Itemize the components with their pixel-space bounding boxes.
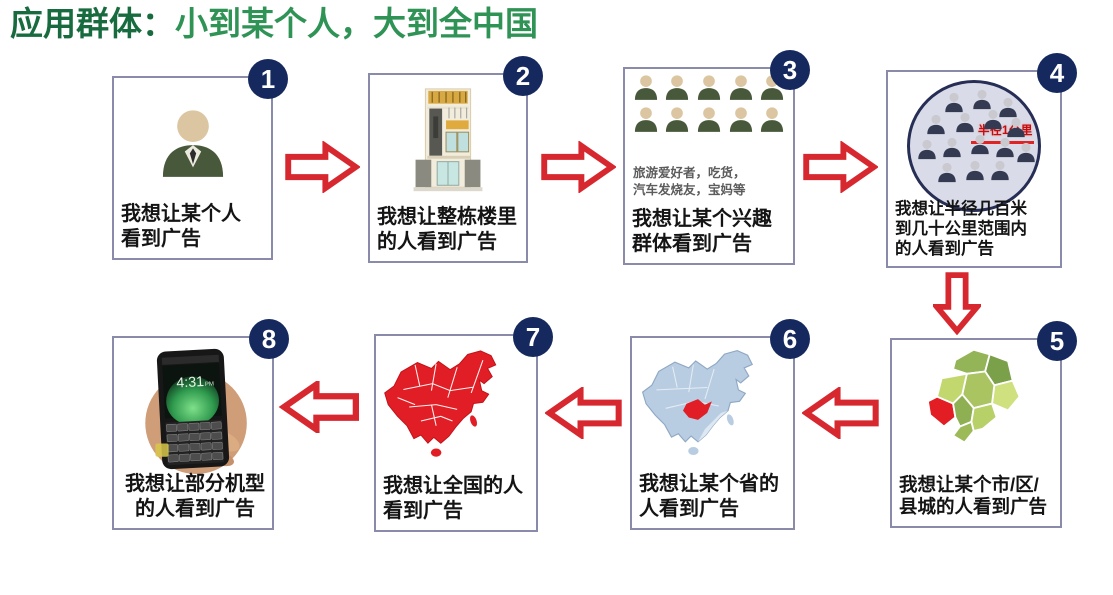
step-card-5: 5 我想让某个市/区/ 县城的人看到广告	[890, 321, 1077, 528]
step-6-caption: 我想让某个省的 人看到广告	[639, 473, 779, 520]
mini-avatar-icon	[634, 107, 657, 132]
arrow-down-4-5-icon	[933, 272, 981, 335]
step-4-caption: 我想让半径几百米 到几十公里范围内 的人看到广告	[895, 199, 1027, 258]
mini-avatar-icon	[973, 89, 992, 110]
mini-avatar-icon	[945, 92, 963, 112]
district-map-icon	[892, 344, 1060, 470]
step-8-caption: 我想让部分机型 的人看到广告	[125, 473, 265, 520]
mini-avatar-icon	[991, 160, 1010, 180]
mini-person-icon	[925, 113, 947, 135]
step-card-6: 6 我想让某个省的 人看到广告	[630, 319, 810, 530]
page-title: 应用群体：小到某个人，大到全中国	[10, 4, 538, 44]
arrow-left-7-8-icon	[278, 381, 359, 433]
mini-avatar-icon	[666, 75, 689, 100]
step-card-3: 3 旅游爱好者，吃货， 汽车发烧友，宝妈等 我想让某个	[623, 50, 810, 265]
mini-avatar-icon	[955, 112, 974, 132]
radius-circle-icon: 半径1公里	[907, 80, 1041, 212]
mini-avatar-icon	[729, 107, 752, 132]
step-1-caption: 我想让某个人 看到广告	[121, 203, 241, 250]
crowd-icon	[631, 73, 787, 133]
mini-person-icon	[964, 159, 986, 181]
mini-avatar-icon	[927, 115, 946, 135]
arrow-right-2-3-icon	[541, 141, 616, 193]
phone-time: 4:31	[176, 374, 205, 391]
mini-person-icon	[943, 91, 965, 113]
step-2-caption: 我想让整栋楼里 的人看到广告	[377, 206, 517, 253]
mini-avatar-icon	[943, 137, 961, 157]
mini-person-icon	[994, 136, 1016, 158]
step-card-1: 1 我想让某个人 看到广告	[112, 59, 288, 260]
mini-person-icon	[936, 161, 958, 183]
mini-avatar-icon	[999, 97, 1017, 117]
arrow-right-3-4-icon	[803, 141, 878, 193]
mini-avatar-icon	[729, 75, 752, 100]
step-card-4: 4 半径1公里	[886, 53, 1077, 268]
arrow-left-5-6-icon	[802, 387, 879, 439]
province-map-icon	[632, 348, 793, 464]
mini-person-icon	[916, 138, 938, 160]
mini-person-icon	[989, 159, 1011, 181]
step-6-number-badge: 6	[770, 319, 810, 359]
step-3-number-badge: 3	[770, 50, 810, 90]
step-5-caption: 我想让某个市/区/ 县城的人看到广告	[899, 473, 1048, 518]
mini-avatar-icon	[697, 75, 721, 100]
mini-avatar-icon	[697, 107, 721, 132]
arrow-left-6-7-icon	[545, 387, 622, 439]
mini-avatar-icon	[1017, 142, 1035, 163]
step-8-number-badge: 8	[249, 319, 289, 359]
step-card-7: 7 我想让全国的人 看到广告	[374, 317, 553, 532]
title-prefix: 应用群体：	[10, 5, 175, 42]
step-7-number-badge: 7	[513, 317, 553, 357]
mini-avatar-icon	[918, 140, 937, 160]
arrow-right-1-2-icon	[285, 141, 360, 193]
step-card-8: 8 4:31 PM	[112, 319, 289, 530]
step-4-number-badge: 4	[1037, 53, 1077, 93]
mini-person-icon	[1005, 116, 1027, 138]
step-7-caption: 我想让全国的人 看到广告	[383, 475, 523, 522]
step-1-number-badge: 1	[248, 59, 288, 99]
mini-person-icon	[954, 111, 976, 133]
mini-avatar-icon	[983, 110, 1002, 130]
mini-avatar-icon	[761, 107, 784, 132]
mini-avatar-icon	[937, 162, 956, 183]
phone-meridiem: PM	[205, 381, 214, 388]
mini-person-icon	[971, 88, 993, 110]
interest-groups-label: 旅游爱好者，吃货， 汽车发烧友，宝妈等	[633, 166, 746, 197]
mini-person-icon	[1015, 141, 1037, 163]
mini-avatar-icon	[666, 107, 689, 132]
phone-photo: 4:31 PM	[114, 344, 272, 476]
building-icon	[370, 83, 526, 201]
mini-avatar-icon	[971, 135, 989, 155]
mini-person-icon	[941, 136, 963, 158]
mini-avatar-icon	[1007, 117, 1025, 137]
mini-person-icon	[997, 96, 1019, 118]
step-card-2: 2	[368, 56, 543, 263]
step-5-number-badge: 5	[1037, 321, 1077, 361]
mini-person-icon	[982, 108, 1004, 130]
person-avatar-icon	[114, 104, 271, 180]
step-3-caption: 我想让某个兴趣 群体看到广告	[632, 208, 772, 255]
mini-avatar-icon	[996, 137, 1015, 157]
china-map-icon	[376, 348, 536, 466]
title-rest: 小到某个人，大到全中国	[175, 5, 538, 42]
mini-avatar-icon	[966, 160, 984, 180]
mini-avatar-icon	[634, 75, 657, 100]
mini-person-icon	[969, 133, 991, 155]
step-2-number-badge: 2	[503, 56, 543, 96]
